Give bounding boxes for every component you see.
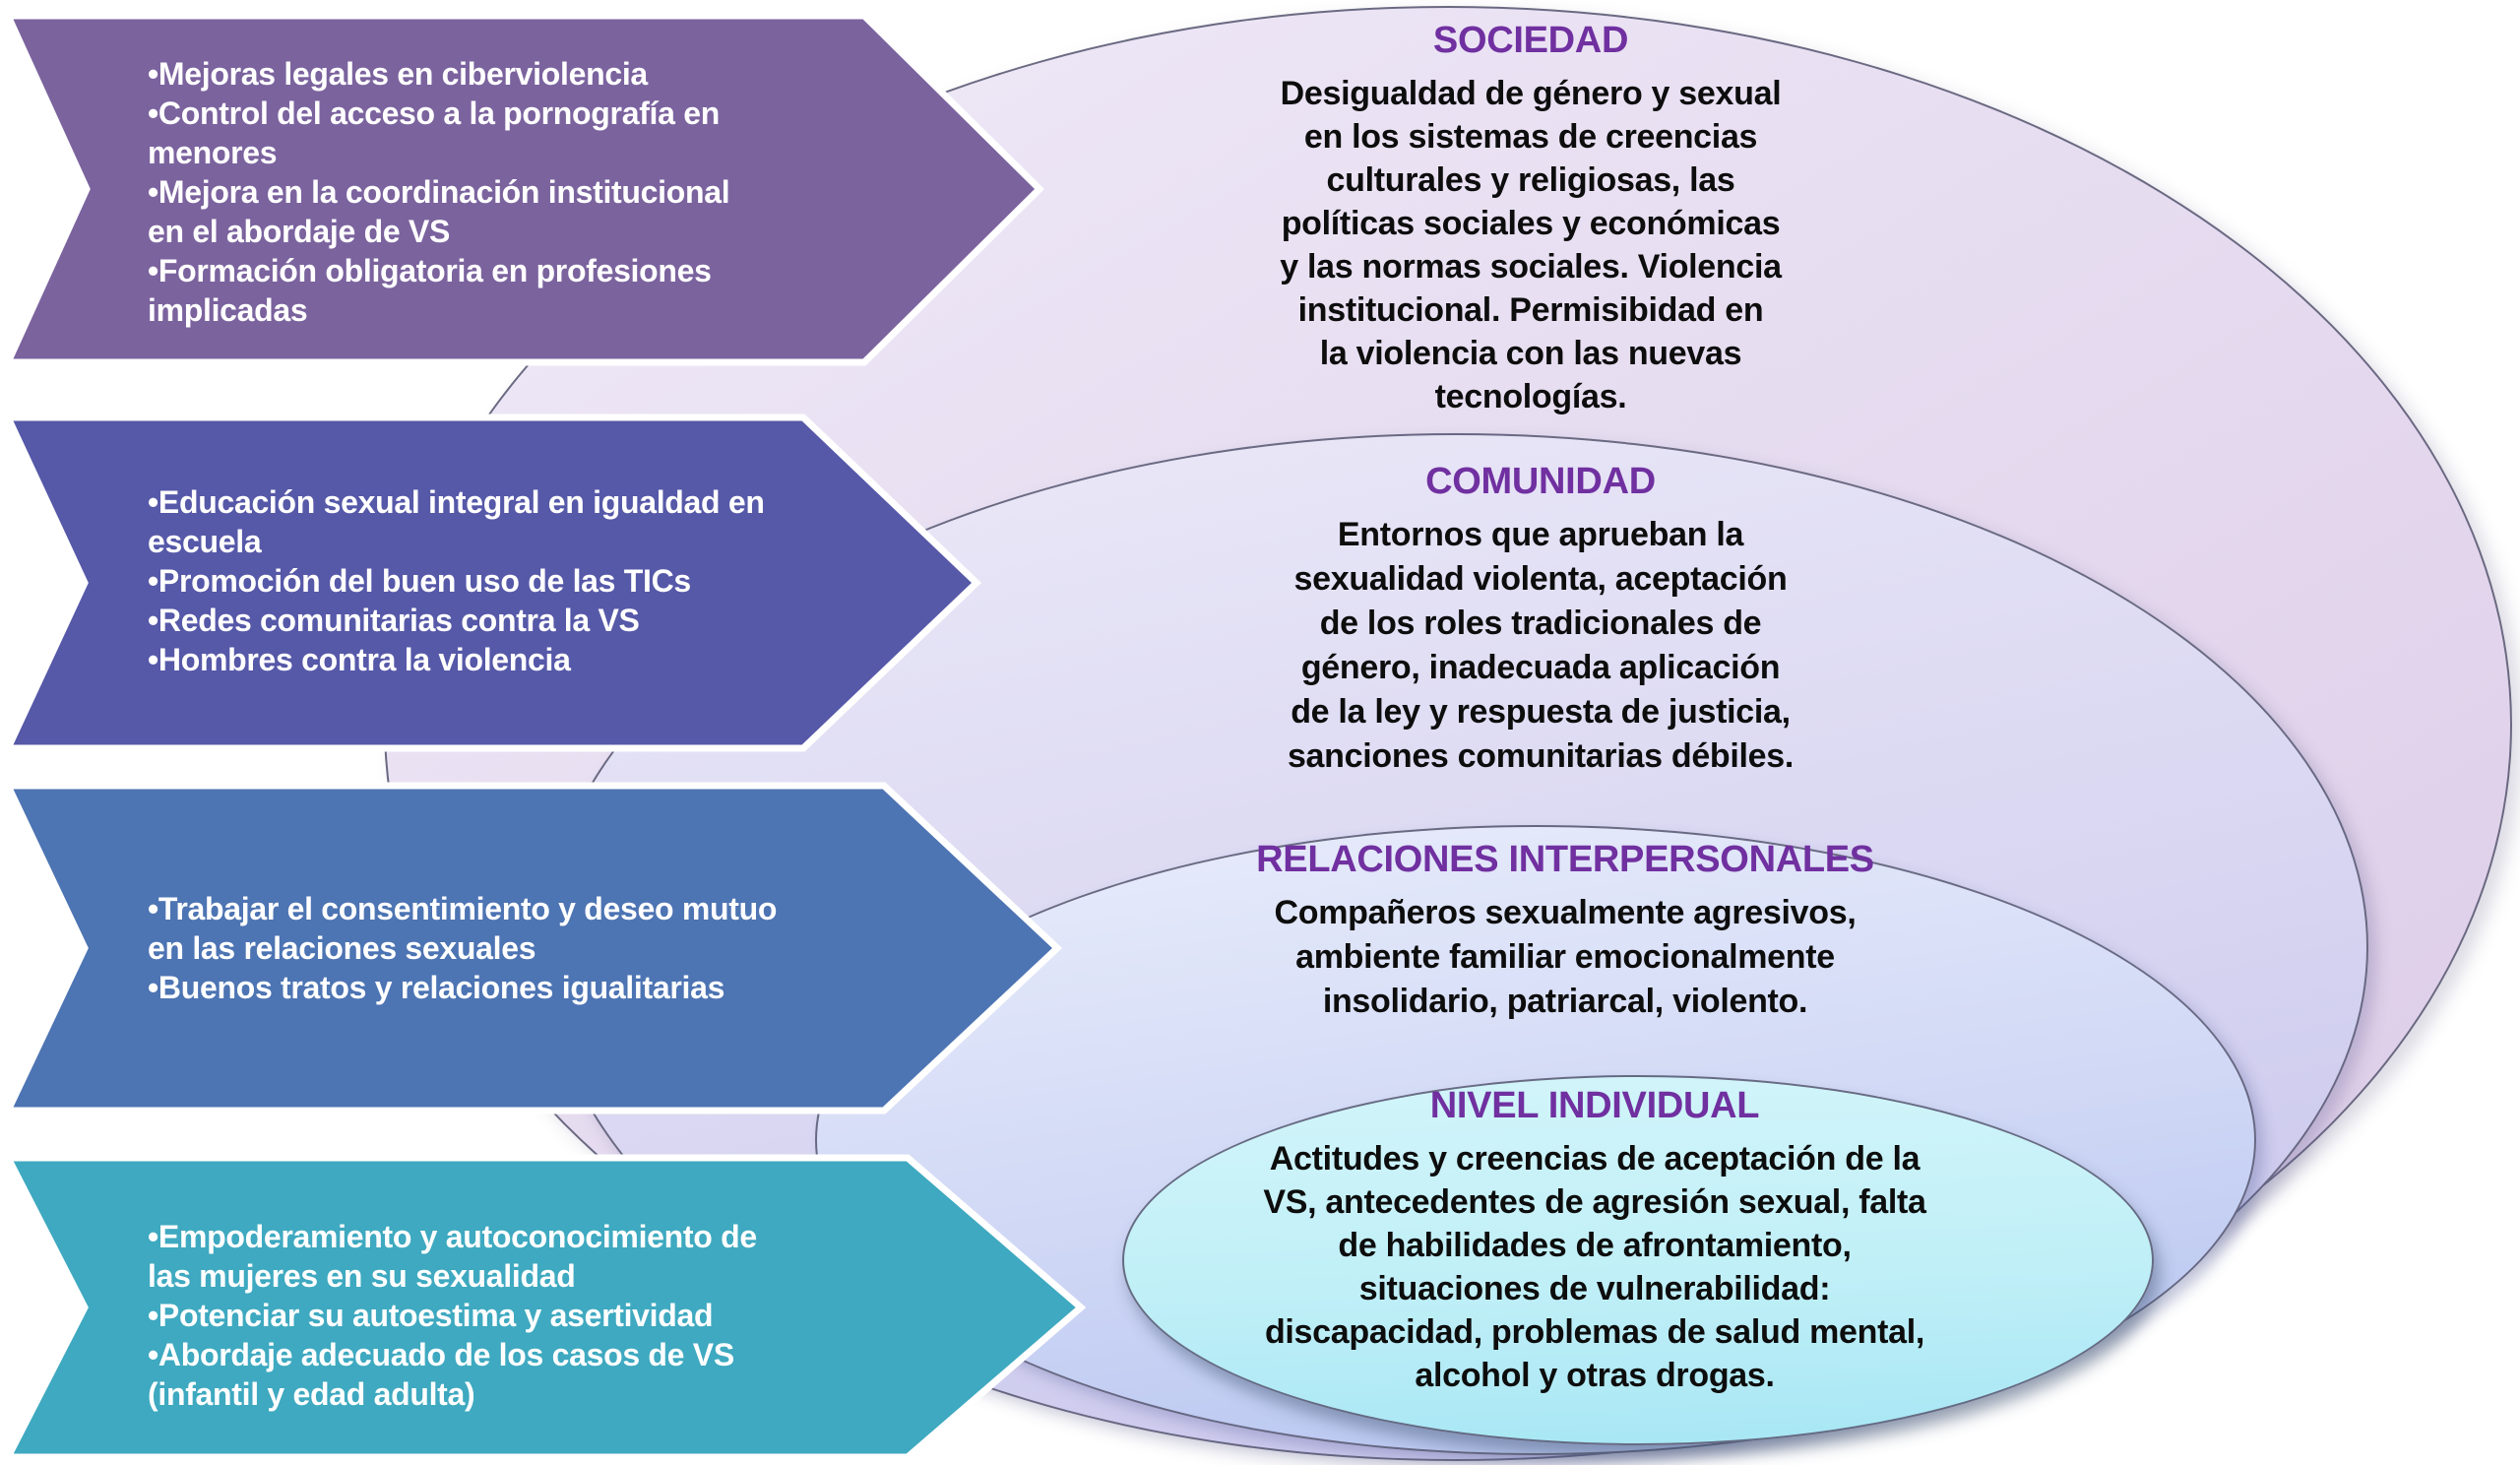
bullet-item: Potenciar su autoestima y asertividad	[148, 1296, 837, 1335]
ellipse-nivel-individual	[1122, 1075, 2154, 1445]
bullet-item: Mejora en la coordinación institucional …	[148, 172, 837, 251]
bullet-item: Mejoras legales en ciberviolencia	[148, 54, 837, 94]
level-block-sociedad: SOCIEDAD Desigualdad de género y sexual …	[1122, 20, 1939, 418]
level-block-individual: NIVEL INDIVIDUAL Actitudes y creencias d…	[1112, 1085, 2077, 1397]
bullet-item: Promoción del buen uso de las TICs	[148, 561, 837, 601]
bullet-item: Empoderamiento y autoconocimiento de las…	[148, 1217, 837, 1296]
level-body-sociedad: Desigualdad de género y sexual en los si…	[1280, 75, 1782, 415]
bullet-item: Control del acceso a la pornografía en m…	[148, 94, 837, 172]
level-body-comunidad: Entornos que aprueban la sexualidad viol…	[1287, 516, 1795, 775]
arrow-individual-bullets: Empoderamiento y autoconocimiento de las…	[148, 1217, 837, 1414]
level-title-sociedad: SOCIEDAD	[1432, 20, 1629, 61]
bullet-item: Formación obligatoria en profesiones imp…	[148, 251, 837, 330]
level-title-relaciones: RELACIONES INTERPERSONALES	[1256, 839, 1874, 880]
level-body-relaciones: Compañeros sexualmente agresivos, ambien…	[1274, 894, 1857, 1020]
bullet-item: Educación sexual integral en igualdad en…	[148, 482, 837, 561]
bullet-item: Trabajar el consentimiento y deseo mutuo…	[148, 889, 837, 968]
level-block-comunidad: COMUNIDAD Entornos que aprueban la sexua…	[1152, 461, 1929, 779]
bullet-item: Hombres contra la violencia	[148, 640, 837, 679]
level-title-comunidad: COMUNIDAD	[1425, 461, 1656, 502]
level-body-individual: Actitudes y creencias de aceptación de l…	[1263, 1140, 1926, 1394]
level-block-relaciones: RELACIONES INTERPERSONALES Compañeros se…	[1083, 839, 2048, 1024]
level-title-individual: NIVEL INDIVIDUAL	[1429, 1085, 1760, 1126]
bullet-item: Abordaje adecuado de los casos de VS (in…	[148, 1335, 837, 1414]
bullet-item: Buenos tratos y relaciones igualitarias	[148, 968, 837, 1007]
bullet-item: Redes comunitarias contra la VS	[148, 601, 837, 640]
arrow-comunidad-bullets: Educación sexual integral en igualdad en…	[148, 482, 837, 679]
arrow-relaciones-bullets: Trabajar el consentimiento y deseo mutuo…	[148, 889, 837, 1007]
arrow-sociedad-bullets: Mejoras legales en ciberviolencia Contro…	[148, 54, 837, 330]
